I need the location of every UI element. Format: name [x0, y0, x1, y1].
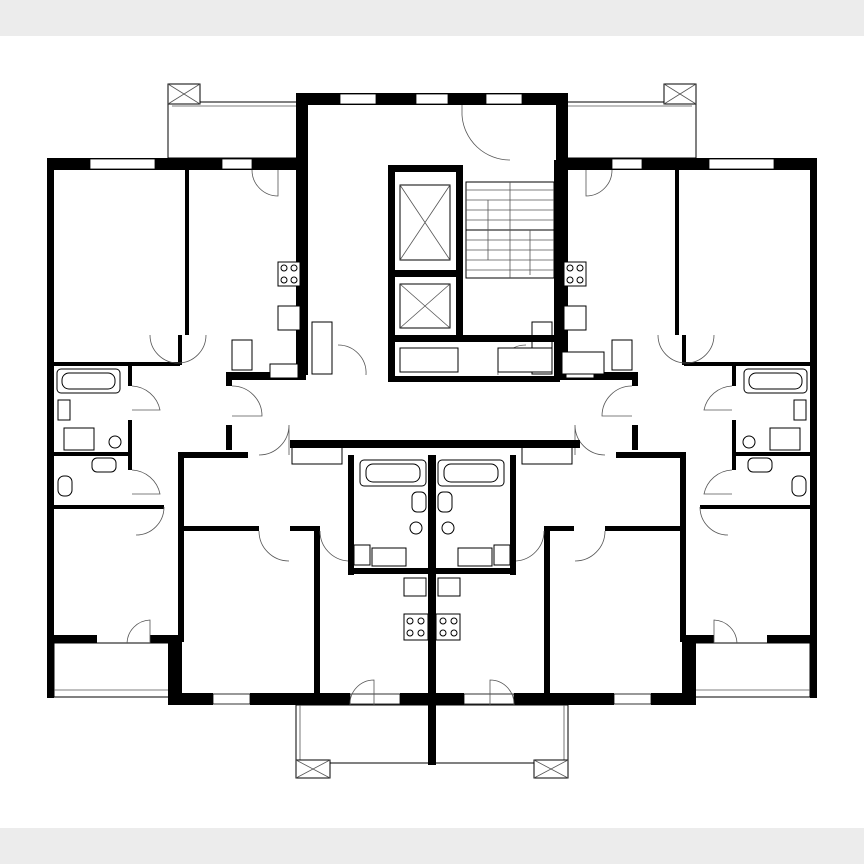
elevator: [399, 283, 451, 329]
shafts: [399, 347, 605, 375]
left-wing: [46, 83, 431, 779]
elevator: [399, 184, 451, 261]
staircase: [465, 181, 555, 279]
central-core: [290, 93, 580, 765]
right-wing: [433, 83, 818, 779]
